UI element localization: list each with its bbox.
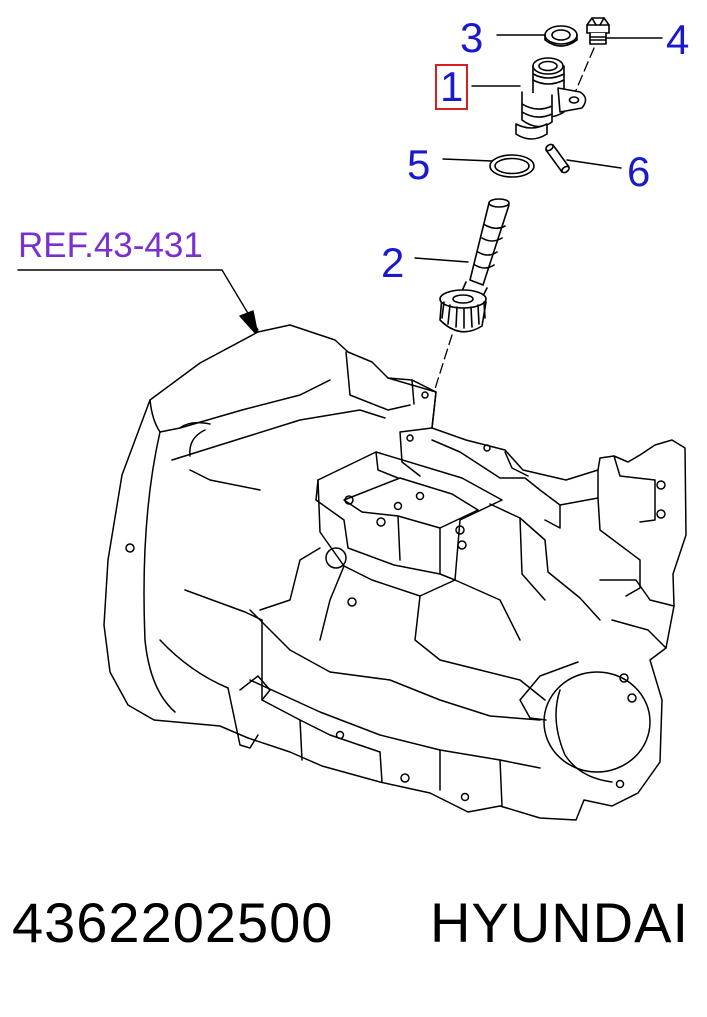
leader-line-5 — [442, 158, 493, 162]
transmission-case — [103, 324, 687, 821]
exploded-view-drawing — [17, 17, 687, 821]
part-number: 4362202500 — [12, 891, 334, 954]
reference-label[interactable]: REF.43-431 — [18, 226, 203, 265]
part-2-gear-shaft — [439, 198, 510, 333]
callout-4[interactable]: 4 — [666, 16, 690, 63]
part-caption: 4362202500 HYUNDAI — [0, 895, 707, 985]
part-5-o-ring — [489, 154, 535, 178]
brand-name: HYUNDAI — [429, 891, 689, 954]
leader-line-6 — [566, 159, 622, 169]
leader-line-2 — [414, 257, 469, 263]
part-1-gear-housing — [515, 57, 587, 140]
callout-6[interactable]: 6 — [627, 148, 651, 195]
callout-1-highlighted[interactable]: 1 — [434, 64, 469, 110]
part-4-bolt — [586, 17, 610, 45]
callout-2[interactable]: 2 — [381, 239, 405, 286]
leader-arrowhead-ref — [239, 310, 259, 337]
part-6-pin — [545, 143, 570, 174]
parts-diagram: REF.43-431 1 2 3 4 5 6 — [17, 14, 690, 821]
callout-3[interactable]: 3 — [460, 14, 484, 61]
leader-lines — [17, 34, 663, 337]
part-3-washer — [544, 25, 578, 47]
leader-line-ref — [17, 269, 259, 331]
callout-5[interactable]: 5 — [407, 141, 431, 188]
assembly-axis-lines — [433, 47, 595, 393]
